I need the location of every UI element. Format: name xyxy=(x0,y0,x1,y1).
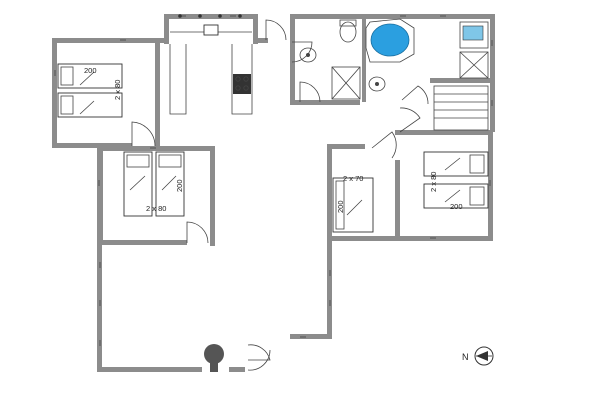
compass-north-label: N xyxy=(462,352,469,362)
bed-right: 2 x 80 200 xyxy=(423,151,489,211)
bed-center: 2 x 80 200 xyxy=(123,151,185,217)
kitchen xyxy=(169,14,253,115)
bed-left-top-width: 2 x 80 xyxy=(113,80,122,100)
bed-small-length: 200 xyxy=(336,200,345,213)
living-room xyxy=(204,344,224,372)
stove-icon xyxy=(233,74,251,94)
bed-small-width: 2 x 70 xyxy=(343,174,363,183)
stove-icon xyxy=(204,344,224,364)
bed-right-length: 200 xyxy=(450,202,463,211)
bed-center-width: 2 x 80 xyxy=(146,204,166,213)
bed-small: 2 x 70 200 xyxy=(332,174,374,233)
bed-center-length: 200 xyxy=(175,179,184,192)
bed-right-width: 2 x 80 xyxy=(429,172,438,192)
hot-tub-icon xyxy=(370,23,410,57)
bathroom xyxy=(299,18,489,131)
doors xyxy=(131,19,429,371)
bed-left-top: 200 2 x 80 xyxy=(57,63,123,118)
walls xyxy=(52,14,495,372)
bed-left-top-length: 200 xyxy=(84,66,97,75)
compass: N xyxy=(462,346,494,366)
windows xyxy=(54,15,493,346)
